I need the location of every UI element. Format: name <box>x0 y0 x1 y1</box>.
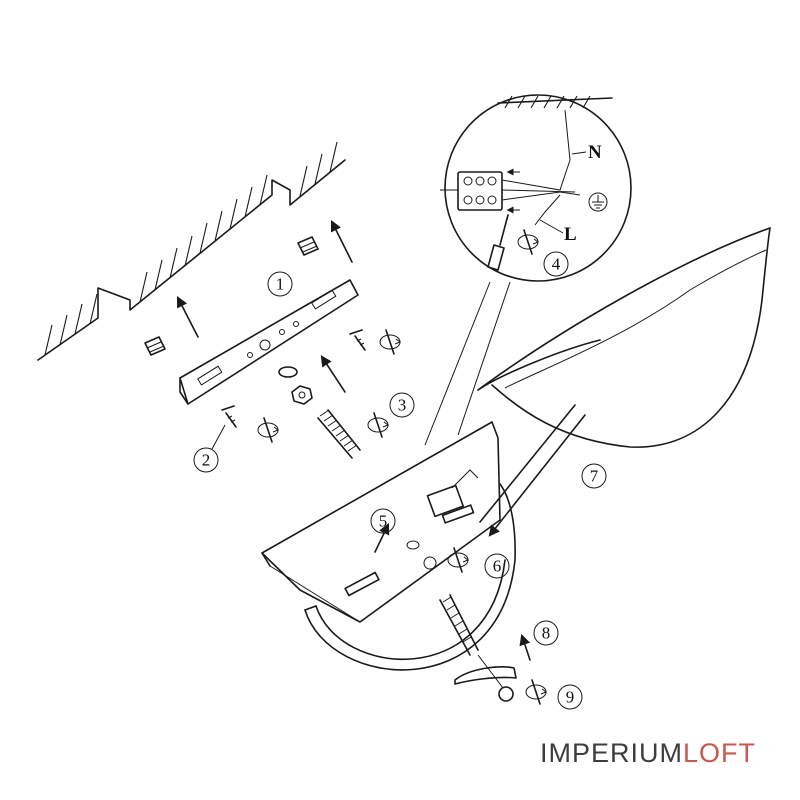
watermark: IMPERIUMLOFT <box>540 738 756 768</box>
svg-text:1: 1 <box>276 275 285 294</box>
leader-line <box>424 281 491 446</box>
rotate-arrow-icon <box>525 679 547 705</box>
rotate-arrow-icon <box>517 229 539 255</box>
rotate-arrow-icon <box>257 417 279 443</box>
watermark-part2: LOFT <box>683 738 756 768</box>
arrow-icon <box>519 633 531 661</box>
screw-icon <box>221 405 237 428</box>
callout-2: 2 <box>193 424 226 473</box>
ground-icon <box>588 192 608 212</box>
callout-1: 1 <box>267 271 293 297</box>
mounting-bracket <box>179 279 359 405</box>
wall-plug-2 <box>144 336 166 356</box>
callout-6: 6 <box>484 553 510 579</box>
svg-text:5: 5 <box>379 512 388 531</box>
svg-text:8: 8 <box>542 624 551 643</box>
glass-shade <box>477 227 771 448</box>
live-label: L <box>564 224 577 245</box>
leader-line <box>457 281 511 436</box>
finial <box>439 594 517 702</box>
wall-plug-1 <box>297 236 319 256</box>
svg-text:6: 6 <box>493 557 502 576</box>
reflector <box>304 483 516 671</box>
neutral-label: N <box>588 142 602 163</box>
watermark-part1: IMPERIUM <box>540 738 683 768</box>
ceiling-surface <box>37 141 346 361</box>
arrow-icon <box>374 522 390 553</box>
screwdriver-icon <box>487 244 505 271</box>
junction-box <box>261 421 501 623</box>
arrow-icon <box>320 355 346 393</box>
callout-9: 9 <box>557 684 583 710</box>
leader-line <box>479 404 576 523</box>
rotate-arrow-icon <box>447 547 469 573</box>
callout-4: 4 <box>543 251 569 277</box>
arrow-icon <box>488 414 586 537</box>
callout-7: 7 <box>581 463 607 489</box>
svg-text:4: 4 <box>552 255 561 274</box>
svg-text:3: 3 <box>398 396 407 415</box>
svg-text:9: 9 <box>566 688 575 707</box>
nut-and-washer <box>278 366 313 405</box>
rotate-arrow-icon <box>379 329 401 355</box>
callout-5: 5 <box>370 508 396 534</box>
svg-text:2: 2 <box>202 451 211 470</box>
rotate-arrow-icon <box>367 412 389 438</box>
threaded-rod <box>317 409 361 459</box>
wiring-detail: N L <box>440 94 632 282</box>
screw-icon <box>349 329 366 351</box>
callout-8: 8 <box>533 620 559 646</box>
svg-text:7: 7 <box>590 467 599 486</box>
arrow-icon <box>176 296 199 338</box>
arrow-icon <box>330 219 353 263</box>
callout-3: 3 <box>389 392 415 418</box>
